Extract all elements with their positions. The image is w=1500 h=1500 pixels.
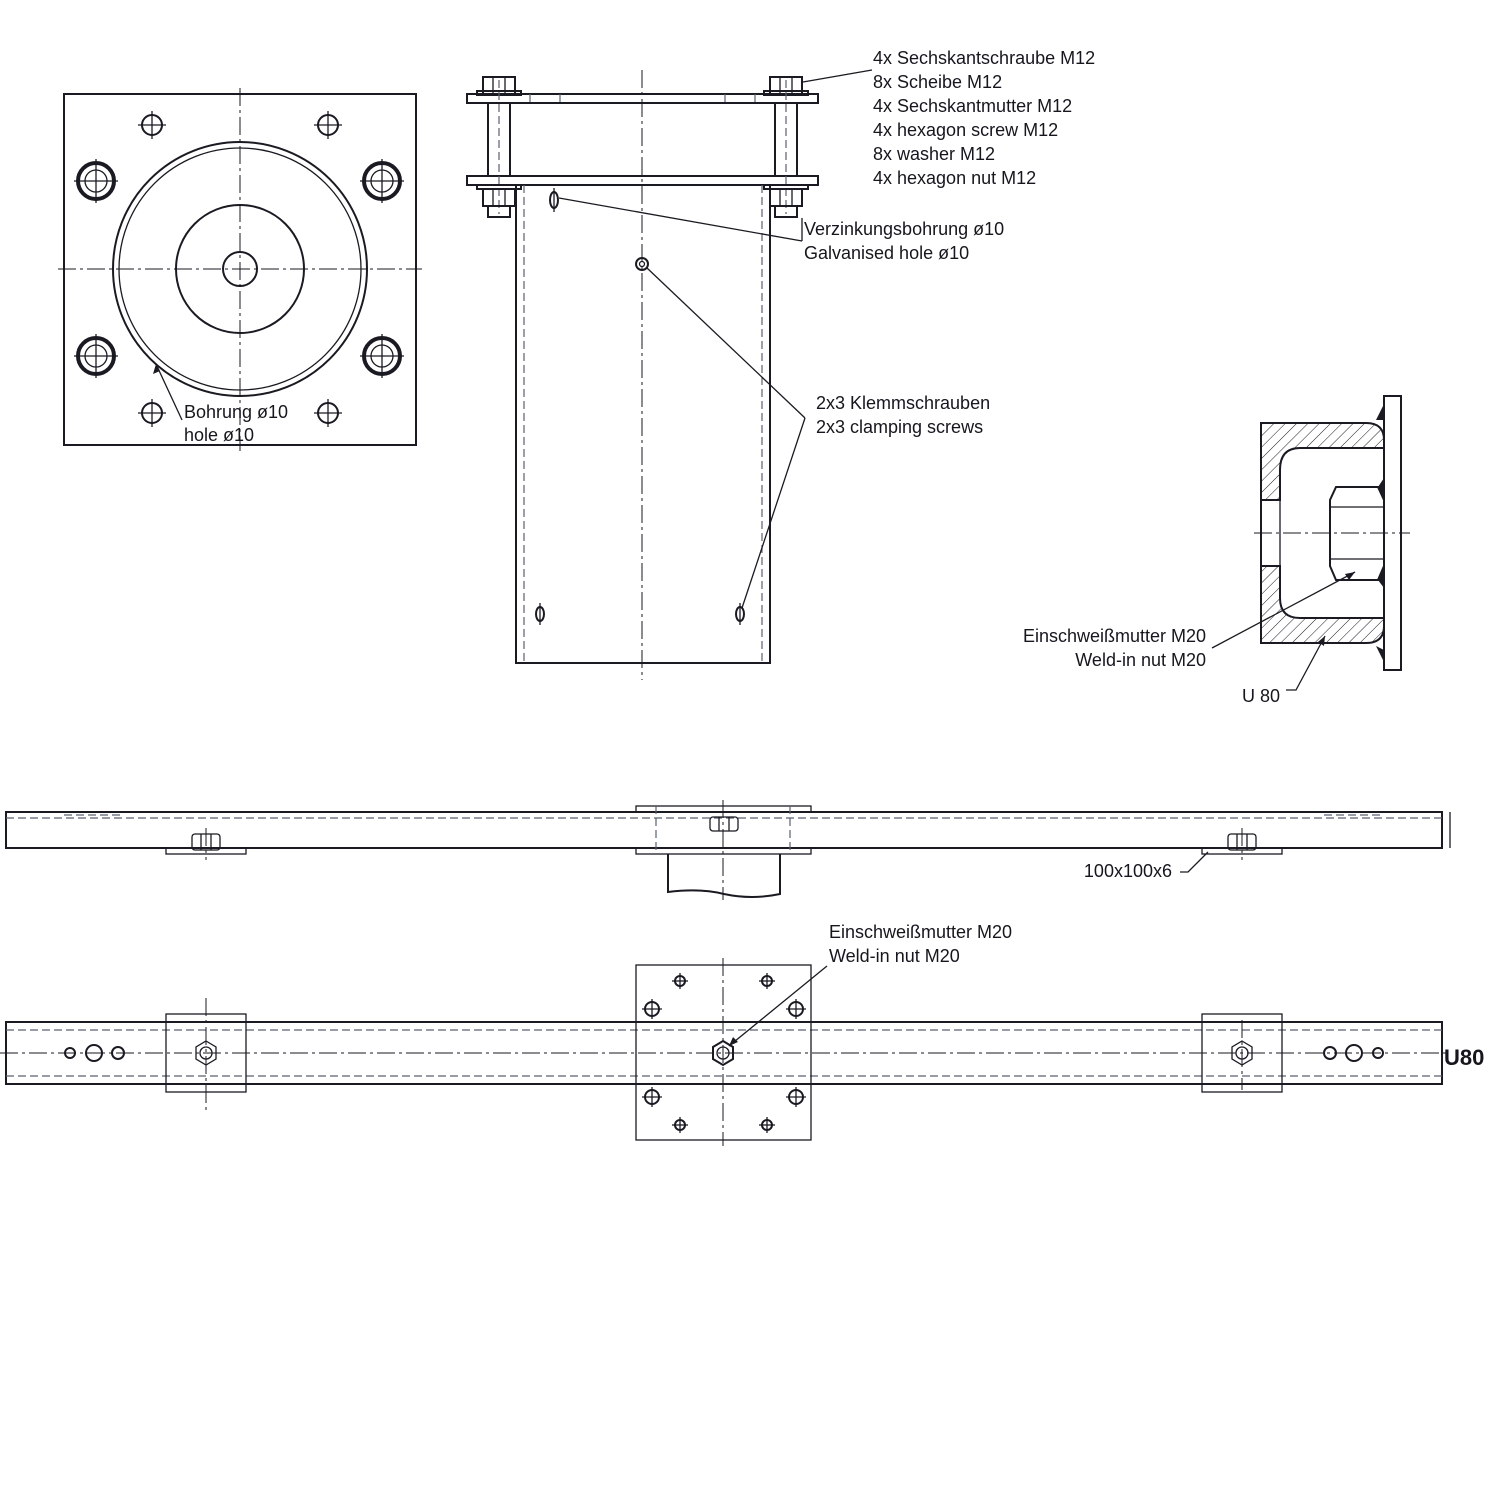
clamping-screw-top: [635, 257, 649, 271]
base-plate-top-view: [58, 88, 422, 451]
label-bolts-en-3: 4x hexagon nut M12: [873, 168, 1036, 188]
upper-flange: [466, 93, 819, 104]
label-galv-en: Galvanised hole ø10: [804, 243, 969, 263]
beam-top-view: [0, 958, 1448, 1146]
left-bolt: [476, 76, 522, 218]
center-bore: [222, 251, 258, 287]
bolt-holes: [74, 159, 404, 378]
label-profile: 100x100x6: [1084, 861, 1172, 881]
right-clamp-plate: [1201, 1013, 1283, 1093]
post-tube: [515, 184, 771, 664]
center-weld-nut: [712, 1039, 734, 1067]
post-side-view: [466, 69, 873, 680]
u80-section: [1211, 395, 1410, 691]
label-u80-big: U80: [1444, 1045, 1484, 1070]
label-clamp-en: 2x3 clamping screws: [816, 417, 983, 437]
label-weld-de: Einschweißmutter M20: [1023, 626, 1206, 646]
flange-inner-circle: [175, 204, 305, 334]
label-bore-en: hole ø10: [184, 425, 254, 445]
label-galv-de: Verzinkungsbohrung ø10: [804, 219, 1004, 239]
label-bolts-de-2: 8x Scheibe M12: [873, 72, 1002, 92]
label-bolts-en-2: 8x washer M12: [873, 144, 995, 164]
label-weld2-en: Weld-in nut M20: [829, 946, 960, 966]
right-bolt: [763, 76, 809, 218]
post-stub: [667, 854, 781, 898]
beam-side-view: [5, 800, 1451, 900]
label-clamp-de: 2x3 Klemmschrauben: [816, 393, 990, 413]
label-bolts-de-1: 4x Sechskantschraube M12: [873, 48, 1095, 68]
flange-outer-circle: [112, 141, 368, 397]
label-weld-en: Weld-in nut M20: [1075, 650, 1206, 670]
label-bolts-de-3: 4x Sechskantmutter M12: [873, 96, 1072, 116]
label-bolts-en-1: 4x hexagon screw M12: [873, 120, 1058, 140]
label-bore-de: Bohrung ø10: [184, 402, 288, 422]
label-weld2-de: Einschweißmutter M20: [829, 922, 1012, 942]
label-u80-small: U 80: [1242, 686, 1280, 706]
small-holes: [138, 111, 342, 427]
